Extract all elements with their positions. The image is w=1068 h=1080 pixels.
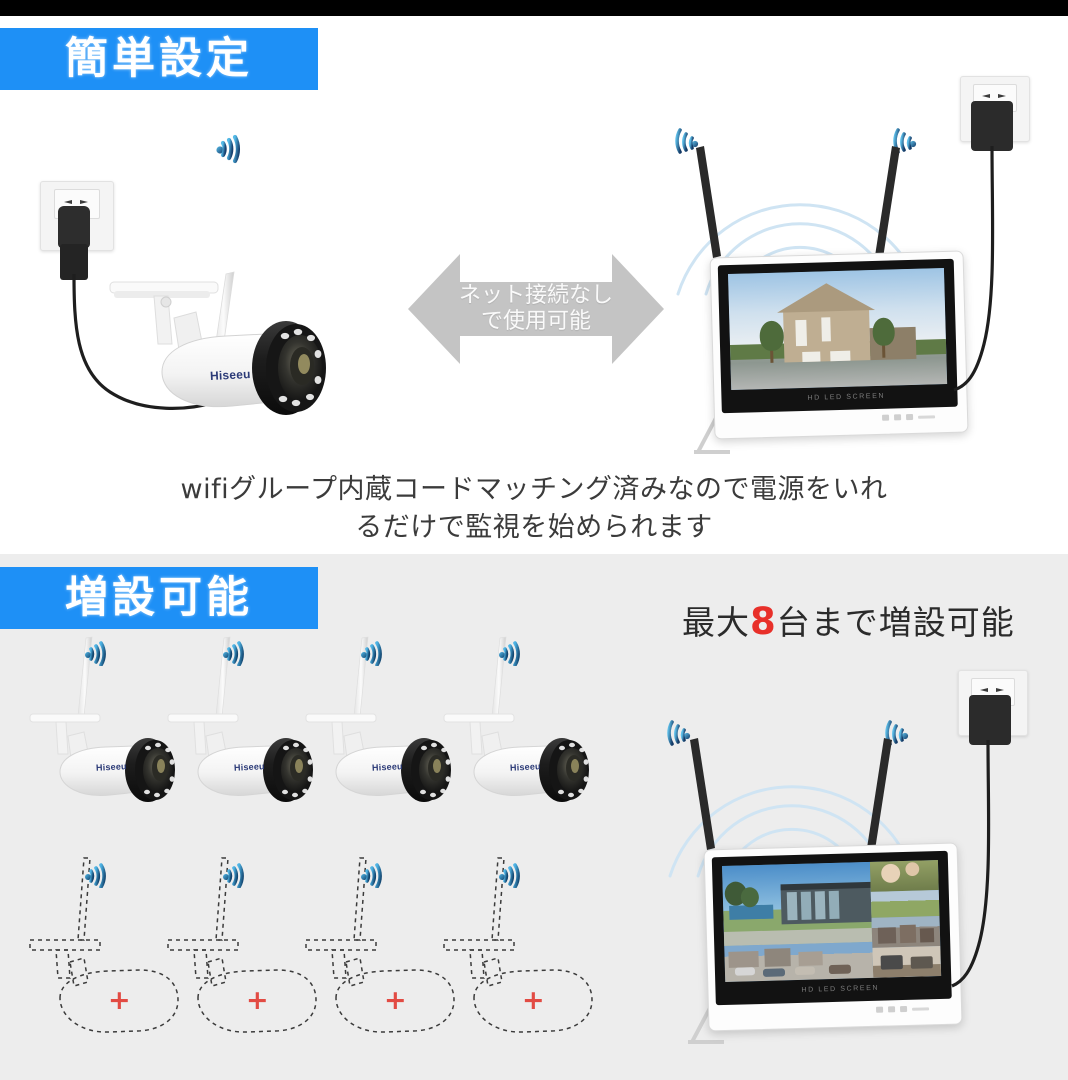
- monitor-button-1[interactable]: [881, 414, 890, 421]
- add-camera-plus-4[interactable]: +: [522, 985, 545, 1016]
- wifi-icon-placeholder-1: [82, 856, 116, 888]
- top-black-bar: [0, 0, 1068, 16]
- wifi-icon-placeholder-2: [220, 856, 254, 888]
- scene-window-1: [795, 319, 808, 347]
- monitor-antenna-right: [875, 146, 900, 258]
- camera-placeholder-4[interactable]: +: [436, 854, 606, 1054]
- monitor-button-3[interactable]: [899, 1005, 908, 1013]
- feed-6: [724, 941, 874, 982]
- no-internet-arrow: ネット接続なし で使用可能: [408, 248, 664, 370]
- camera-placeholder-2[interactable]: +: [160, 854, 330, 1054]
- monitor-screen-quad: [722, 860, 942, 982]
- scene-tree-1: [759, 320, 785, 352]
- headline-max-cameras: 最大8台まで増設可能: [682, 596, 1015, 644]
- monitor-button-3[interactable]: [905, 413, 914, 421]
- monitor-brand-text: HD LED SCREEN: [807, 392, 886, 402]
- scene-house-roof: [776, 281, 876, 313]
- monitor-brand-text: HD LED SCREEN: [801, 984, 880, 994]
- monitor-button-2[interactable]: [887, 1006, 896, 1013]
- camera-brand-logo: Hiseeu: [95, 761, 127, 773]
- outlet-pin-right: [996, 688, 1004, 692]
- camera-placeholder-1[interactable]: +: [22, 854, 192, 1054]
- camera-placeholder-3[interactable]: +: [298, 854, 468, 1054]
- section-title-banner-expandable: 増設可能: [0, 567, 318, 629]
- camera-expand-3: Hiseeu: [298, 632, 468, 832]
- monitor-antenna-bottom-left: [690, 738, 715, 850]
- power-adapter-right: [971, 101, 1013, 151]
- headline-prefix: 最大: [682, 603, 750, 642]
- wifi-icon-camera-2: [220, 634, 254, 666]
- section-easy-setup: 簡単設定: [0, 16, 1068, 554]
- camera-expand-4: Hiseeu: [436, 632, 606, 832]
- camera-brand-logo: Hiseeu: [371, 761, 403, 773]
- outlet-pin-left: [64, 200, 72, 204]
- scene-window-3: [802, 351, 821, 362]
- section-expandable: 増設可能 最大8台まで増設可能: [0, 554, 1068, 1080]
- caption-easy-setup: wifiグループ内蔵コードマッチング済みなので電源をいれ るだけで監視を始められ…: [94, 471, 974, 548]
- monitor-button-2[interactable]: [893, 414, 902, 421]
- section-title-banner-easy-setup: 簡単設定: [0, 28, 318, 90]
- monitor-slot: [918, 414, 936, 419]
- power-adapter-bottom-right: [969, 695, 1011, 745]
- feed-3: [870, 890, 940, 918]
- camera-brand-logo: Hiseeu: [233, 761, 265, 773]
- camera-expand-2: Hiseeu: [160, 632, 330, 832]
- wifi-icon-monitor-left: [666, 120, 702, 154]
- monitor-quad: HD LED SCREEN: [703, 842, 963, 1032]
- headline-number: 8: [750, 600, 777, 643]
- camera-expand-1: Hiseeu: [22, 632, 192, 832]
- headline-suffix: 台まで増設可能: [776, 603, 1015, 642]
- power-cable-left: [72, 273, 217, 410]
- power-cable-right: [953, 145, 995, 392]
- monitor-bezel: HD LED SCREEN: [717, 258, 958, 414]
- arrow-label: ネット接続なし で使用可能: [408, 248, 664, 370]
- banner-label: 簡単設定: [65, 33, 253, 84]
- scene-window-4: [830, 350, 851, 362]
- wifi-icon-camera-4: [496, 634, 530, 666]
- feed-2: [869, 860, 939, 892]
- monitor-slot: [912, 1006, 930, 1011]
- wifi-icon-monitor-bottom-left: [658, 712, 694, 746]
- scene-tree-2: [872, 317, 896, 347]
- monitor-main: HD LED SCREEN: [709, 250, 969, 440]
- camera-main: Hiseeu: [100, 266, 370, 466]
- outlet-pin-right: [998, 94, 1006, 98]
- arrow-label-line2: で使用可能: [480, 309, 591, 334]
- add-camera-plus-3[interactable]: +: [384, 985, 407, 1016]
- feed-1: [722, 861, 873, 947]
- wifi-icon-camera-3: [358, 634, 392, 666]
- add-camera-plus-2[interactable]: +: [246, 985, 269, 1016]
- power-adapter-left: [58, 206, 90, 248]
- wifi-icon-camera: [212, 124, 254, 164]
- power-cable-bottom-right: [951, 739, 991, 988]
- arrow-label-line1: ネット接続なし: [458, 283, 613, 309]
- wifi-icon-placeholder-3: [358, 856, 392, 888]
- outlet-pin-left: [980, 688, 988, 692]
- monitor-antenna-bottom-right: [867, 738, 892, 850]
- outlet-pin-left: [982, 94, 990, 98]
- monitor-bezel: HD LED SCREEN: [711, 850, 952, 1006]
- wifi-icon-placeholder-4: [496, 856, 530, 888]
- caption-line-1: wifiグループ内蔵コードマッチング済みなので電源をいれ: [180, 474, 888, 505]
- caption-line-2: るだけで監視を始められます: [355, 512, 713, 544]
- add-camera-plus-1[interactable]: +: [108, 985, 131, 1016]
- camera-brand-logo: Hiseeu: [509, 761, 541, 773]
- feed-4: [871, 915, 941, 948]
- camera-brand-logo: Hiseeu: [209, 366, 251, 384]
- scene-window-2: [821, 317, 831, 342]
- monitor-screen-single: [728, 268, 948, 390]
- monitor-antenna-left: [696, 146, 721, 258]
- outlet-pin-right: [80, 200, 88, 204]
- wifi-icon-camera-1: [82, 634, 116, 666]
- banner-label: 増設可能: [65, 572, 253, 623]
- feed-5: [872, 945, 942, 978]
- monitor-button-1[interactable]: [875, 1006, 884, 1013]
